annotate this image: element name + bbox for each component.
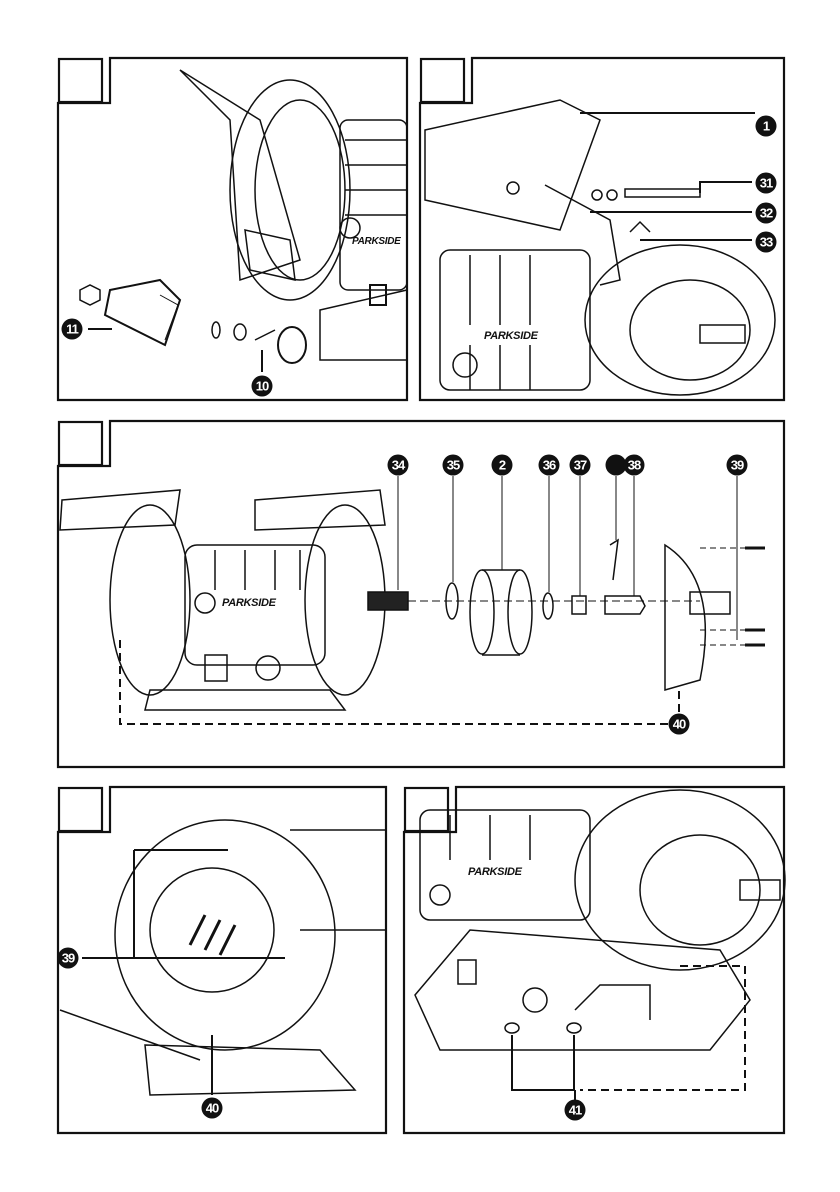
fig-b-drawing xyxy=(424,99,776,396)
callout-39: 39 xyxy=(57,947,79,969)
panel-frames xyxy=(56,56,786,1135)
callout-40: 40 xyxy=(668,713,690,735)
callout-38: 38 xyxy=(623,454,645,476)
callout-41: 41 xyxy=(564,1099,586,1121)
callout-10: 10 xyxy=(251,375,273,397)
fig-a-drawing xyxy=(79,69,408,372)
callout-36: 36 xyxy=(538,454,560,476)
callout-37: 37 xyxy=(569,454,591,476)
callout-35: 35 xyxy=(442,454,464,476)
callout-39: 39 xyxy=(726,454,748,476)
fig-e-drawing xyxy=(414,789,786,1100)
callout-31: 31 xyxy=(755,172,777,194)
brand-label-fig-c: PARKSIDE xyxy=(222,597,276,609)
brand-label-fig-b: PARKSIDE xyxy=(484,330,538,342)
brand-label-fig-a: PARKSIDE xyxy=(352,236,401,247)
callout-40: 40 xyxy=(201,1097,223,1119)
callout-34: 34 xyxy=(387,454,409,476)
callout-32: 32 xyxy=(755,202,777,224)
callout-blank xyxy=(605,454,627,476)
fig-d-drawing xyxy=(59,819,387,1096)
brand-label-fig-e: PARKSIDE xyxy=(468,866,522,878)
callout-11: 11 xyxy=(61,318,83,340)
callout-33: 33 xyxy=(755,231,777,253)
callout-1: 1 xyxy=(755,115,777,137)
callout-2: 2 xyxy=(491,454,513,476)
fig-c-drawing xyxy=(59,476,765,725)
